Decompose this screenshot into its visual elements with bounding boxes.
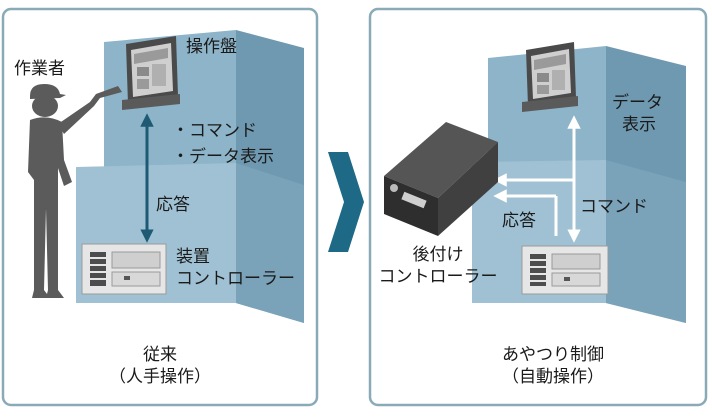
right-monitor-icon: [522, 42, 578, 112]
right-caption-sub: （自動操作）: [502, 367, 604, 387]
data-display-label: データ 表示: [612, 92, 663, 136]
right-caption-main: あやつり制御: [502, 345, 604, 365]
data-display-label-line2: 表示: [622, 115, 656, 135]
addon-controller-label-line2: コントローラー: [378, 267, 498, 287]
left-response-label: 応答: [156, 195, 190, 215]
right-caption: あやつり制御 （自動操作）: [478, 344, 628, 388]
device-controller-icon: [81, 243, 167, 295]
addon-controller-label-line1: 後付け: [412, 245, 464, 265]
left-wall: [76, 30, 304, 323]
device-controller-label-line2: コントローラー: [176, 269, 295, 289]
right-device-controller-icon: [521, 245, 609, 295]
operation-panel-label: 操作盤: [186, 37, 237, 57]
addon-controller-icon: [384, 122, 498, 236]
left-caption: 従来 （人手操作）: [100, 344, 220, 388]
left-caption-sub: （人手操作）: [109, 367, 211, 387]
worker-silhouette-icon: [28, 84, 122, 298]
addon-controller-label: 後付け コントローラー: [376, 244, 500, 288]
data-display-item-label: ・データ表示: [172, 147, 274, 167]
command-label: コマンド: [580, 197, 648, 217]
device-controller-label-line1: 装置: [176, 247, 210, 267]
right-response-label: 応答: [502, 211, 536, 231]
worker-label: 作業者: [14, 59, 65, 79]
left-caption-main: 従来: [143, 345, 177, 365]
left-monitor-icon: [122, 36, 180, 110]
data-display-label-line1: データ: [612, 93, 663, 113]
device-controller-label: 装置 コントローラー: [176, 246, 295, 290]
command-item-label: ・コマンド: [172, 121, 257, 141]
transition-arrow-icon: [328, 152, 364, 252]
